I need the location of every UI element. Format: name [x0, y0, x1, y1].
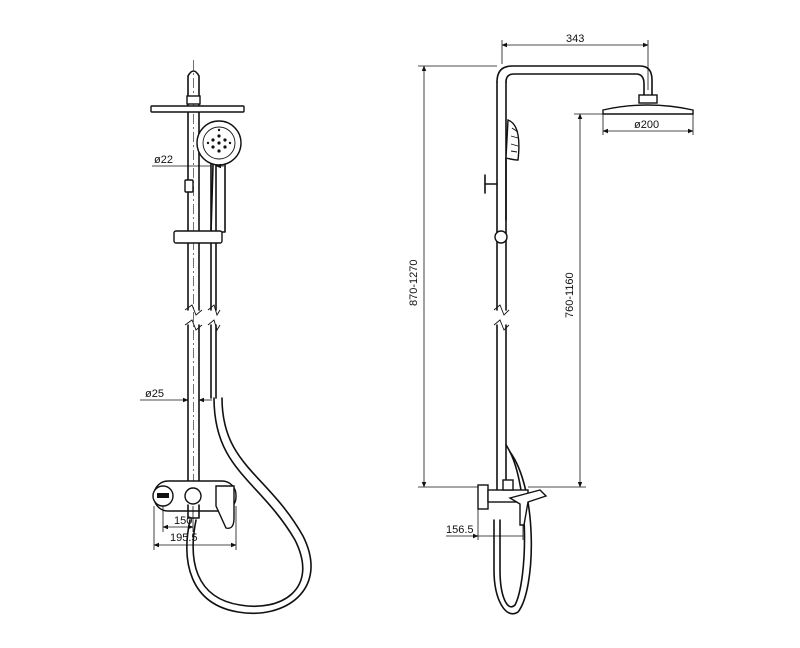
side-hand-shower: [505, 119, 520, 221]
dim-head-diameter: ø200: [602, 114, 694, 135]
side-overhead-head: [602, 104, 694, 115]
total-height-label: 870-1270: [408, 260, 420, 307]
pipe-diameter-label: ø25: [145, 388, 164, 400]
side-view: 343 ø200 870-1270 760-1160: [408, 33, 694, 615]
head-height-label: 760-1160: [564, 272, 576, 318]
side-diverter-knob: [484, 174, 508, 244]
inner-width-label: 150: [174, 515, 192, 527]
front-view: ø22 ø25 150 195.5: [140, 60, 312, 614]
dim-outer-width: 195.5: [153, 506, 237, 550]
front-overhead-head: [150, 105, 245, 113]
spout-offset-label: 156.5: [446, 524, 474, 536]
dim-pipe-diameter: ø25: [140, 388, 212, 403]
front-holder-bracket: [173, 179, 223, 244]
rod-diameter-label: ø22: [154, 154, 173, 166]
dim-arm-projection: 343: [501, 33, 649, 90]
outer-width-label: 195.5: [170, 532, 198, 544]
side-mixer: [477, 479, 548, 526]
front-hose: [186, 397, 312, 614]
dim-head-height: 760-1160: [528, 113, 603, 488]
side-hose: [493, 444, 533, 615]
side-top-arm: [496, 65, 658, 104]
dim-inner-width: 150: [162, 506, 194, 532]
front-hand-shower: [196, 120, 242, 233]
front-top-arm: [186, 70, 201, 105]
front-slide-rod: [207, 149, 221, 399]
dim-spout-offset: 156.5: [446, 509, 524, 540]
front-riser-pipe: [184, 60, 203, 500]
dim-total-height: 870-1270: [408, 65, 497, 488]
dim-rod-diameter: ø22: [152, 154, 224, 169]
front-mixer-body: [152, 480, 237, 529]
head-diameter-label: ø200: [634, 119, 659, 131]
arm-projection-label: 343: [566, 33, 584, 45]
